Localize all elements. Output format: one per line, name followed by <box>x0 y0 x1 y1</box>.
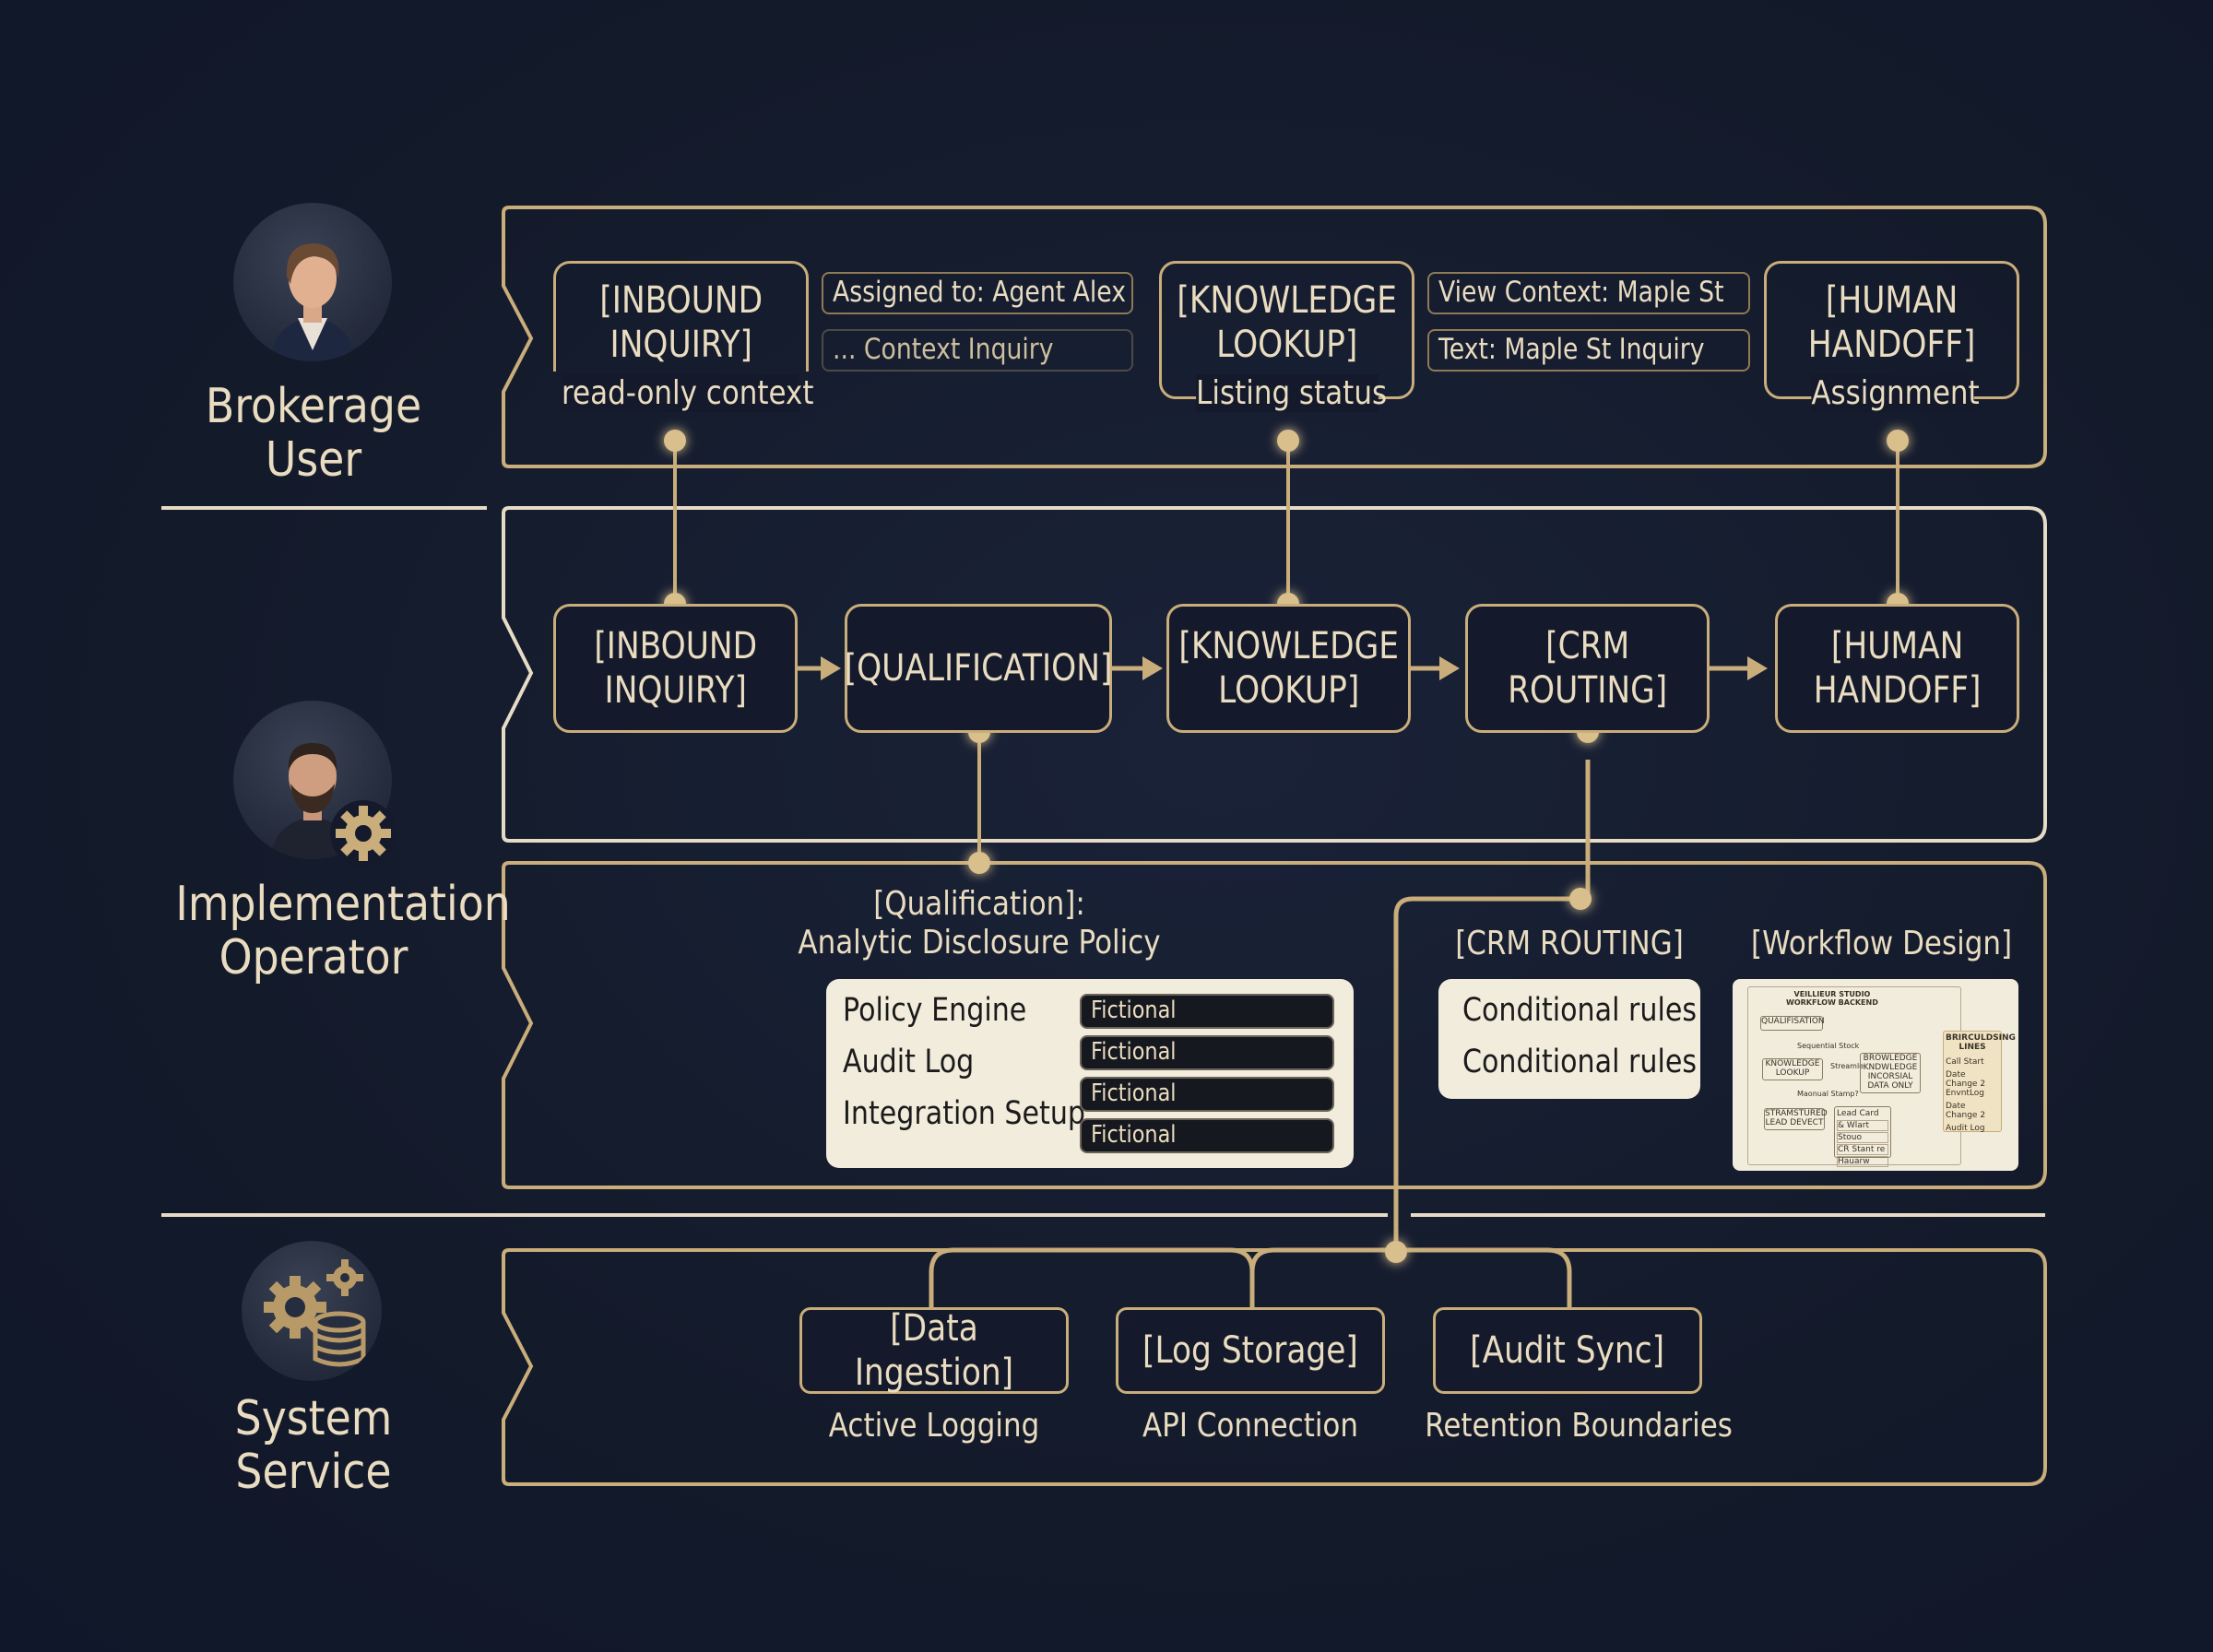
policy-tag[interactable]: Fictional <box>1080 994 1334 1029</box>
service-data-ingestion[interactable]: [Data Ingestion] <box>799 1307 1069 1394</box>
workflow-qualification: QUALIFISATION <box>1760 1016 1825 1031</box>
policy-tag[interactable]: Fictional <box>1080 1118 1334 1153</box>
lane-label-system-service: System Service <box>234 1391 393 1500</box>
step-arrows <box>797 656 1768 680</box>
workflow-manual: Maonual Stamp? <box>1797 1090 1859 1098</box>
connector-crm-to-service <box>1393 896 1580 1252</box>
workflow-structured: STRAMSTURED LEAD DEVECT <box>1764 1108 1828 1130</box>
policy-tag[interactable]: Fictional <box>1080 1077 1334 1112</box>
workflow-heading: VEILLIEUR STUDIO WORKFLOW BACKEND <box>1786 990 1878 1007</box>
gears-database-icon <box>242 1241 382 1381</box>
policy-row-label: Integration Setup <box>843 1095 1086 1132</box>
crm-rule: Conditional rules <box>1462 992 1698 1029</box>
policy-tag[interactable]: Fictional <box>1080 1035 1334 1070</box>
step-human-handoff[interactable]: [HUMAN HANDOFF] <box>1775 604 2019 733</box>
text-inquiry-field[interactable]: Text: Maple St Inquiry <box>1427 329 1750 372</box>
crm-rules-card: Conditional rules Conditional rules <box>1438 979 1700 1099</box>
workflow-lead-card: Lead Card & Wlart Stouo CR Stant re Haua… <box>1834 1106 1891 1167</box>
user-inbound-caption: read-only context <box>562 374 814 412</box>
assigned-to-field[interactable]: Assigned to: Agent Alex P. <box>822 272 1133 314</box>
step-knowledge-lookup[interactable]: [KNOWLEDGE LOOKUP] <box>1166 604 1411 733</box>
crm-routing-title: [CRM ROUTING] <box>1455 925 1684 962</box>
gear-icon <box>330 800 396 867</box>
step-inbound-inquiry[interactable]: [INBOUND INQUIRY] <box>553 604 798 733</box>
user-human-handoff[interactable]: [HUMAN HANDOFF] <box>1764 261 2019 399</box>
view-context-field[interactable]: View Context: Maple St <box>1427 272 1750 314</box>
workflow-sequential: Sequential Stock <box>1797 1042 1860 1050</box>
user-knowledge-caption: Listing status <box>1196 374 1388 412</box>
lane-label-brokerage-user: Brokerage User <box>205 379 422 488</box>
workflow-preview[interactable]: VEILLIEUR STUDIO WORKFLOW BACKEND QUALIF… <box>1733 979 2018 1171</box>
policy-card: Policy Engine Audit Log Integration Setu… <box>826 979 1354 1168</box>
service-bracket <box>929 1247 1572 1307</box>
step-crm-routing[interactable]: [CRM ROUTING] <box>1465 604 1710 733</box>
frame-user-lane <box>502 206 2047 468</box>
lane-label-implementation-operator: Implementation Operator <box>175 877 511 985</box>
user-handoff-caption: Assignment <box>1811 374 1980 412</box>
workflow-design-title: [Workflow Design] <box>1751 925 2013 962</box>
woman-avatar-icon <box>233 203 392 361</box>
policy-row-label: Audit Log <box>843 1044 975 1080</box>
policy-row-label: Policy Engine <box>843 992 1027 1029</box>
step-qualification[interactable]: [QUALIFICATION] <box>845 604 1112 733</box>
user-inbound-inquiry[interactable]: [INBOUND INQUIRY] <box>553 261 809 372</box>
workflow-side-panel: BRIRCULDSING LINES Call Start Date Chang… <box>1943 1031 2016 1133</box>
service-log-storage[interactable]: [Log Storage] <box>1116 1307 1385 1394</box>
frame-service-lane <box>502 1248 2047 1486</box>
crm-rule: Conditional rules <box>1462 1044 1698 1080</box>
qualification-policy-title: [Qualification]: Analytic Disclosure Pol… <box>798 885 1161 962</box>
service-caption: Active Logging <box>828 1407 1040 1445</box>
service-caption: API Connection <box>1142 1407 1359 1445</box>
workflow-knowledge: KNOWLEDGE LOOKUP <box>1762 1058 1823 1080</box>
workflow-stream: Streamle <box>1830 1062 1864 1070</box>
frame-config-lane <box>502 861 2047 1189</box>
workflow-knowledge2: BROWLEDGE KNDWLEDGE INCORSIAL DATA ONLY <box>1860 1053 1921 1093</box>
service-audit-sync[interactable]: [Audit Sync] <box>1433 1307 1702 1394</box>
context-inquiry-field[interactable]: ... Context Inquiry <box>822 329 1133 372</box>
service-caption: Retention Boundaries <box>1425 1407 1733 1445</box>
frame-operator-lane <box>502 506 2047 843</box>
